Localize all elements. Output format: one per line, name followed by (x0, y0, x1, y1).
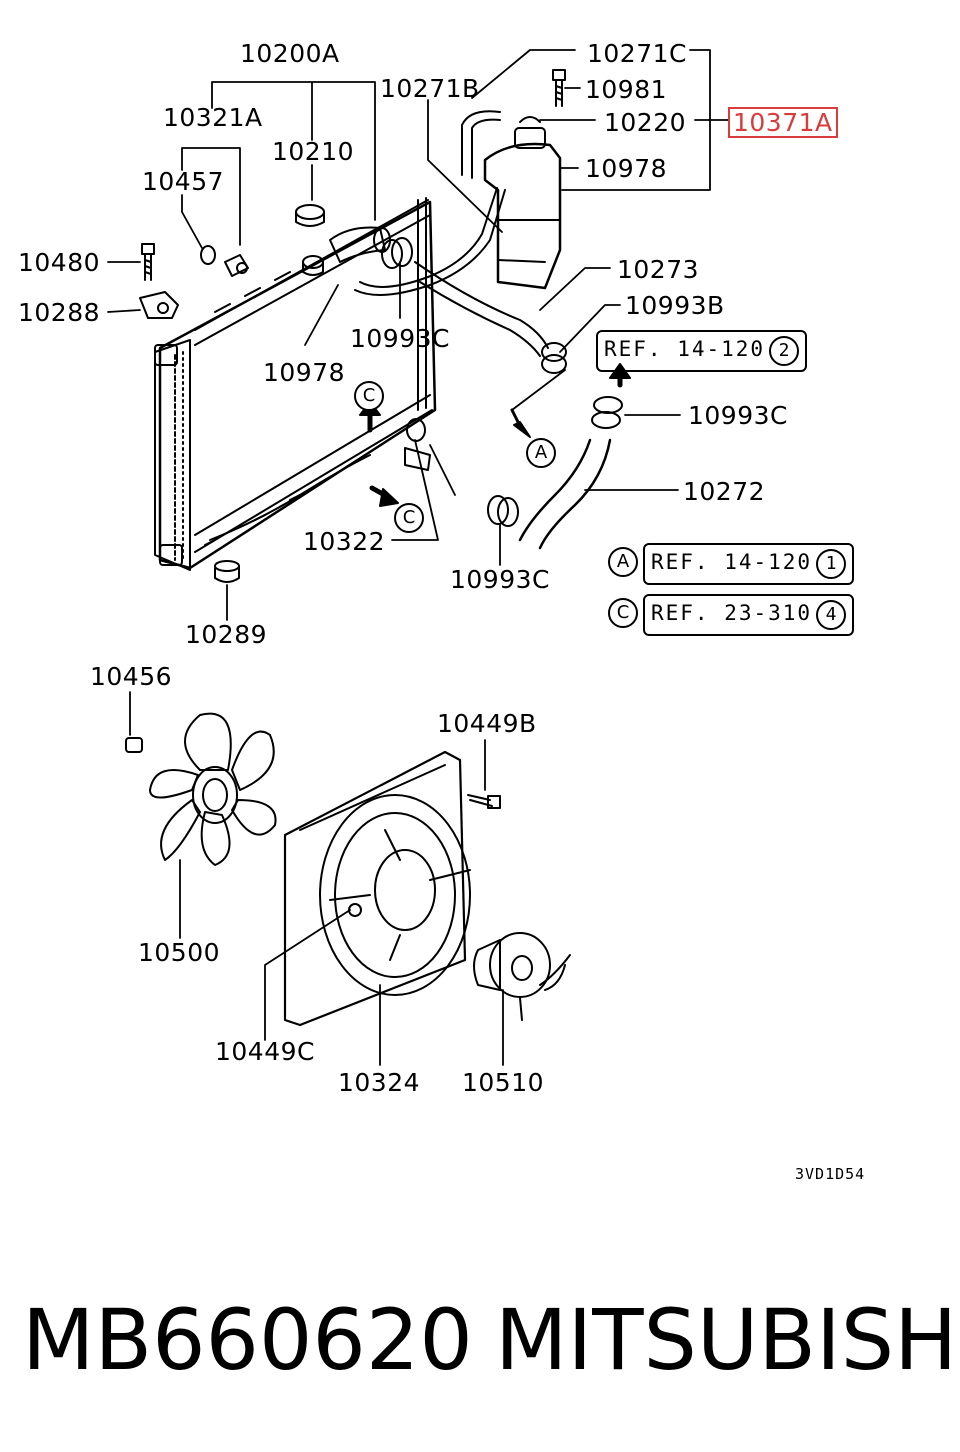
drain-plug (224, 254, 249, 277)
part-label-10981[interactable]: 10981 (585, 75, 668, 104)
part-label-10993C-right[interactable]: 10993C (688, 401, 788, 430)
bolt-10449B (467, 794, 501, 809)
part-label-10993C-top[interactable]: 10993C (350, 324, 450, 353)
part-label-10449C[interactable]: 10449C (215, 1037, 315, 1066)
part-label-10993B[interactable]: 10993B (625, 291, 725, 320)
parts-diagram (107, 49, 729, 1066)
part-label-10271B[interactable]: 10271B (380, 74, 480, 103)
part-label-10321A[interactable]: 10321A (163, 103, 263, 132)
part-label-10324[interactable]: 10324 (338, 1068, 421, 1097)
part-label-10500[interactable]: 10500 (138, 938, 221, 967)
bracket-10288 (139, 291, 179, 319)
part-label-10449B[interactable]: 10449B (437, 709, 537, 738)
part-label-10510[interactable]: 10510 (462, 1068, 545, 1097)
ref-text: REF. 14-120 (604, 337, 766, 361)
diagram-code: 3VD1D54 (795, 1165, 866, 1183)
marker-c-top: C (354, 381, 384, 411)
bolt-10480 (141, 243, 155, 281)
reservoir-hose (461, 110, 501, 176)
part-label-10220[interactable]: 10220 (604, 108, 687, 137)
part-label-10210[interactable]: 10210 (272, 137, 355, 166)
radiator-cap (295, 204, 325, 227)
o-ring (200, 245, 216, 265)
radiator (154, 197, 437, 571)
bushing-10289 (214, 560, 240, 583)
part-label-10457[interactable]: 10457 (142, 167, 225, 196)
part-label-10322[interactable]: 10322 (303, 527, 386, 556)
part-label-10480[interactable]: 10480 (18, 248, 101, 277)
ref-marker-a: A (608, 547, 638, 577)
ref-marker-c: C (608, 598, 638, 628)
part-number: MB660620 (22, 1291, 473, 1389)
part-label-10271C[interactable]: 10271C (587, 39, 687, 68)
fan-shroud (283, 750, 471, 1027)
leader-lines-lower (264, 739, 504, 1066)
ref-text: REF. 23-310 (651, 601, 813, 625)
hose-clip (381, 237, 413, 269)
nut-10456 (125, 737, 143, 753)
part-label-10200A[interactable]: 10200A (240, 39, 340, 68)
part-label-10288[interactable]: 10288 (18, 298, 101, 327)
ref-number: 4 (816, 600, 847, 630)
part-label-10289[interactable]: 10289 (185, 620, 268, 649)
filler-neck (302, 226, 391, 276)
part-label-10272[interactable]: 10272 (683, 477, 766, 506)
ref-text: REF. 14-120 (651, 550, 813, 574)
fan-blade (149, 712, 277, 866)
part-label-10978-right[interactable]: 10978 (585, 154, 668, 183)
part-label-10456[interactable]: 10456 (90, 662, 173, 691)
brand-name: MITSUBISHI (495, 1291, 960, 1389)
part-label-10371A[interactable]: 10371A (728, 107, 838, 138)
hose-clip-lower (487, 342, 623, 527)
marker-a: A (526, 438, 556, 468)
ref-number: 1 (816, 549, 847, 579)
marker-c-bottom: C (394, 503, 424, 533)
part-label-10978-left[interactable]: 10978 (263, 358, 346, 387)
part-label-10273[interactable]: 10273 (617, 255, 700, 284)
ref-number: 2 (769, 336, 800, 366)
leader-lines (107, 49, 729, 621)
reservoir-tank (483, 116, 562, 290)
fan-motor (473, 932, 571, 1021)
part-label-10993C-bottom[interactable]: 10993C (450, 565, 550, 594)
overflow-hose (354, 189, 506, 296)
bolt-10981 (552, 69, 566, 107)
